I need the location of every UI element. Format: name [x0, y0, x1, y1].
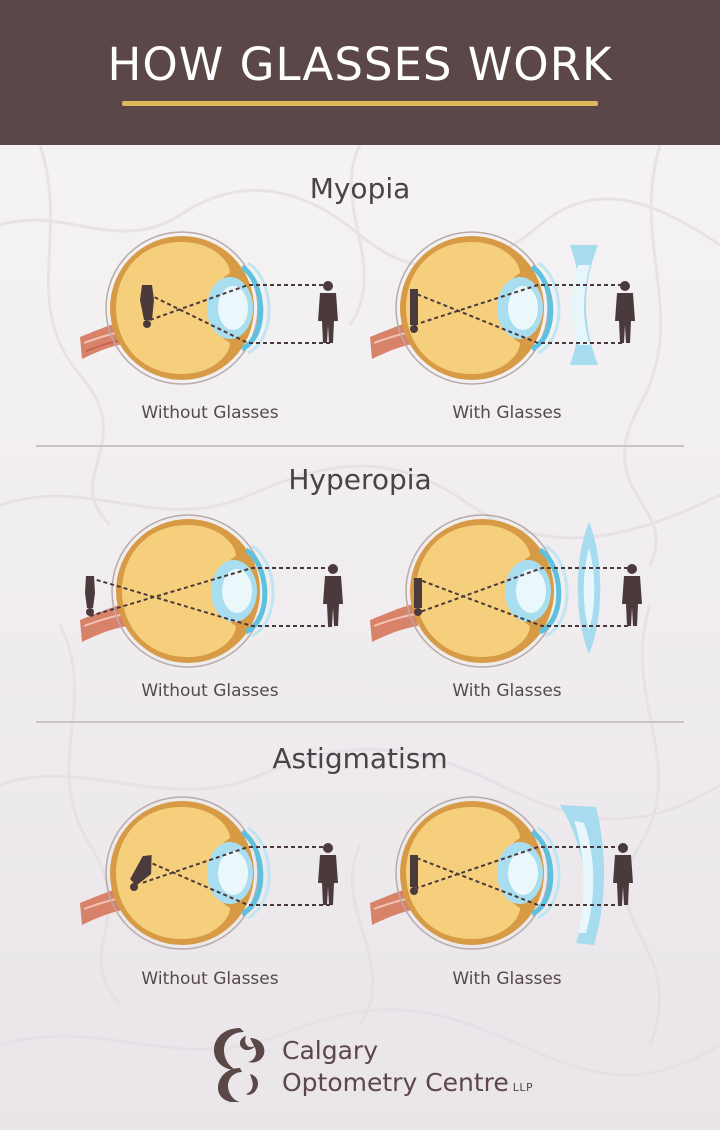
- astigmatism-with-glasses-diagram: [370, 795, 660, 1005]
- header-banner: HOW GLASSES WORK: [0, 0, 720, 145]
- eyeball-icon: [105, 231, 259, 385]
- logo-name-line2-text: Optometry Centre: [282, 1068, 509, 1097]
- focused-image-icon: [414, 578, 422, 616]
- cc-monogram-icon: [214, 1028, 265, 1102]
- cornea-lens-icon: [207, 261, 271, 355]
- hyperopia-with-glasses-diagram: [370, 508, 660, 718]
- astigmatism-without-glasses-diagram: [80, 795, 370, 1005]
- title-underline: [122, 101, 598, 106]
- section-title-astigmatism: Astigmatism: [272, 742, 448, 775]
- person-silhouette-icon: [323, 564, 343, 626]
- convex-lens-icon: [577, 522, 601, 654]
- caption-hyperopia-with: With Glasses: [452, 681, 562, 701]
- myopia-with-glasses-diagram: [370, 225, 660, 435]
- section-divider: [36, 721, 684, 723]
- person-silhouette-icon: [318, 843, 338, 905]
- myopia-without-glasses-diagram: [80, 225, 370, 435]
- focused-image-icon: [410, 855, 418, 895]
- person-silhouette-icon: [613, 843, 633, 905]
- concave-lens-icon: [570, 245, 598, 365]
- person-silhouette-icon: [622, 564, 642, 626]
- person-silhouette-icon: [318, 281, 338, 343]
- logo-name-line1: Calgary: [282, 1036, 378, 1065]
- section-title-myopia: Myopia: [309, 172, 411, 205]
- inverted-image-icon: [85, 576, 95, 616]
- section-title-hyperopia: Hyperopia: [288, 463, 432, 496]
- distorted-image-icon: [130, 855, 152, 891]
- section-divider: [36, 445, 684, 447]
- inverted-image-icon: [140, 285, 154, 328]
- caption-astigmatism-without: Without Glasses: [141, 969, 279, 989]
- focused-image-icon: [410, 289, 418, 333]
- page-title: HOW GLASSES WORK: [107, 38, 613, 91]
- toric-lens-icon: [560, 805, 605, 945]
- caption-astigmatism-with: With Glasses: [452, 969, 562, 989]
- logo-suffix: LLP: [512, 1081, 534, 1094]
- caption-hyperopia-without: Without Glasses: [141, 681, 279, 701]
- light-rays: [149, 284, 330, 344]
- person-silhouette-icon: [615, 281, 635, 343]
- hyperopia-without-glasses-diagram: [80, 508, 370, 718]
- caption-myopia-without: Without Glasses: [141, 403, 279, 423]
- caption-myopia-with: With Glasses: [452, 403, 562, 423]
